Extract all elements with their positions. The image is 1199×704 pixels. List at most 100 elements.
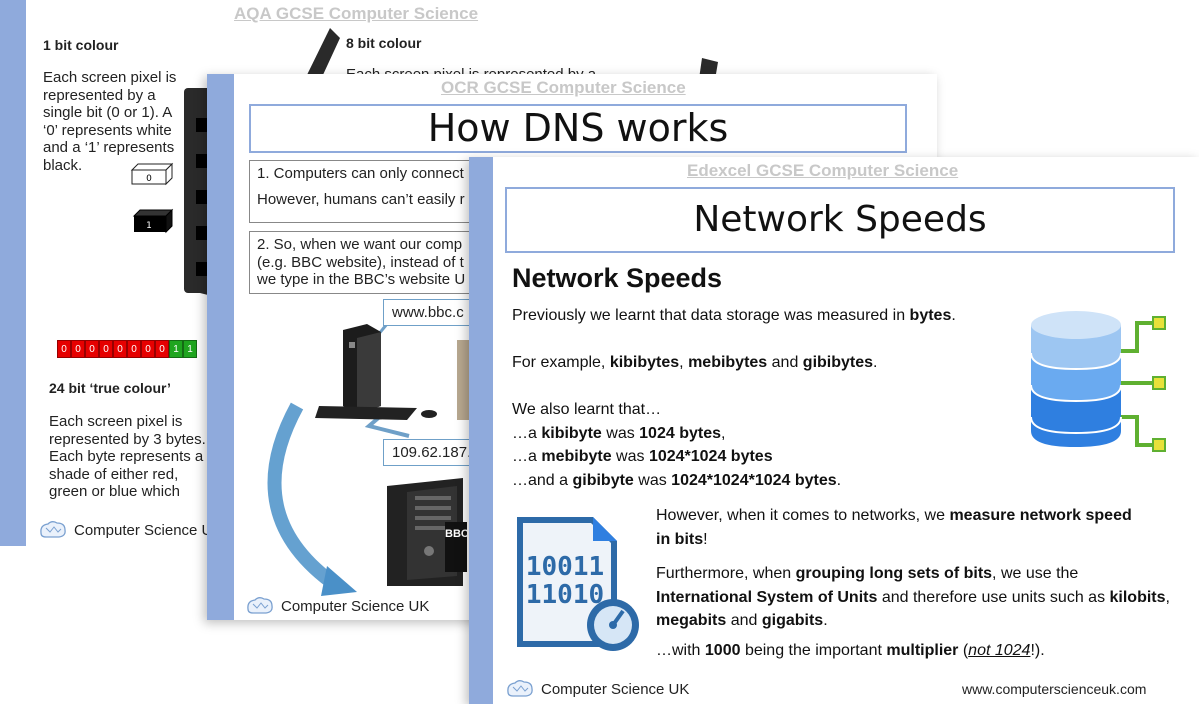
bold-text: kibibytes <box>609 354 680 371</box>
one-bit-heading: 1 bit colour <box>43 37 119 53</box>
bit-cell: 0 <box>155 340 169 358</box>
brand-name: Computer Science UK <box>541 680 690 698</box>
text: Previously we learnt that data storage w… <box>512 307 910 324</box>
bold-text: mebibyte <box>541 448 612 465</box>
paragraph-multiplier: …with 1000 being the important multiplie… <box>656 639 1045 663</box>
italic-underlined-text: not 1024 <box>968 642 1031 659</box>
text: and therefore use units such as <box>877 588 1110 606</box>
bold-text: in bits <box>656 530 704 548</box>
text: . <box>951 307 956 324</box>
brain-logo-icon <box>507 680 533 697</box>
paragraph-networks: However, when it comes to networks, we m… <box>656 504 1132 551</box>
bit-cell: 0 <box>71 340 85 358</box>
bold-text: mebibytes <box>688 354 768 371</box>
bold-text: kilobits <box>1109 588 1166 606</box>
bold-text: 1000 <box>704 642 741 659</box>
text: …with <box>656 642 705 659</box>
bit-cell: 0 <box>57 340 71 358</box>
slide-edexcel: Edexcel GCSE Computer Science Network Sp… <box>469 157 1199 704</box>
text: However, when it comes to networks, we <box>656 507 950 524</box>
database-network-icon <box>1030 311 1166 452</box>
text: was <box>611 448 649 465</box>
bbc-server-label: BBC <box>445 522 467 572</box>
brand-name: Computer Science UK <box>281 597 430 615</box>
text: …a <box>512 424 542 442</box>
brand-footer: Computer Science UK <box>245 595 429 617</box>
bit-cell: 0 <box>85 340 99 358</box>
text: , <box>721 424 726 442</box>
brand-name: Computer Science UK <box>74 521 223 539</box>
bold-text: grouping long sets of bits <box>795 565 993 582</box>
bit-zero-label: 0 <box>146 174 152 184</box>
slide-accent-stripe <box>207 74 234 620</box>
brand-footer: Computer Science UK <box>505 678 689 700</box>
eight-bit-heading: 8 bit colour <box>346 35 422 51</box>
bit-one-label: 1 <box>146 221 152 231</box>
bold-text: measure network speed <box>949 507 1132 524</box>
exam-board-label: Edexcel GCSE Computer Science <box>687 161 959 180</box>
bold-text: International System of Units <box>656 588 878 606</box>
bold-text: bytes <box>909 307 952 324</box>
paragraph-si-units: Furthermore, when grouping long sets of … <box>656 562 1170 633</box>
dns-step-1-line-2: However, humans can’t easily r <box>257 190 465 208</box>
section-heading: Network Speeds <box>512 263 723 293</box>
dns-step-2-line-2: (e.g. BBC website), instead of t <box>257 253 464 271</box>
paragraph-bytes: Previously we learnt that data storage w… <box>512 304 956 328</box>
callout-ip: 109.62.187. <box>383 439 473 466</box>
exam-board-label: AQA GCSE Computer Science <box>234 4 479 23</box>
bold-text: kibibyte <box>541 424 602 442</box>
bold-text: multiplier <box>886 642 959 659</box>
true-colour-heading: 24 bit ‘true colour’ <box>49 380 171 396</box>
bit-cubes-icon: 0 1 <box>130 162 174 234</box>
bold-text: gigabits <box>761 612 824 629</box>
dns-step-2-line-3: we type in the BBC’s website U <box>257 271 466 288</box>
bit-cell: 1 <box>183 340 197 358</box>
binary-bottom: 11010 <box>526 580 604 610</box>
slide-accent-stripe <box>0 0 26 546</box>
bit-cell: 0 <box>99 340 113 358</box>
text: , we use the <box>992 565 1079 582</box>
dns-diagram <box>267 323 477 596</box>
dns-step-1-box: 1. Computers can only connect However, h… <box>249 160 489 223</box>
bit-cell: 0 <box>113 340 127 358</box>
text: , <box>679 354 689 371</box>
callout-url: www.bbc.c <box>383 299 473 326</box>
text: For example, <box>512 354 610 371</box>
bold-text: 1024*1024 bytes <box>648 448 773 465</box>
dns-step-2-line-1: 2. So, when we want our comp <box>257 236 463 253</box>
text: ! <box>703 530 708 548</box>
text: . <box>823 612 828 629</box>
slide-accent-stripe <box>469 157 493 704</box>
brain-logo-icon <box>247 597 273 614</box>
bit-cell: 0 <box>127 340 141 358</box>
text: …and a <box>512 471 573 489</box>
text: . <box>836 471 842 489</box>
dns-step-1-line-1: 1. Computers can only connect <box>257 165 464 182</box>
slide-title: How DNS works <box>249 104 907 153</box>
binary-file-speed-icon: 10011 11010 <box>517 517 639 651</box>
website-url: www.computerscienceuk.com <box>962 681 1147 697</box>
text: , <box>1165 588 1170 606</box>
one-bit-body: Each screen pixel is represented by a si… <box>43 69 177 174</box>
bit-cell: 1 <box>169 340 183 358</box>
brand-footer: Computer Science UK <box>38 519 222 541</box>
paragraph-example: For example, kibibytes, mebibytes and gi… <box>512 351 877 375</box>
exam-board-label: OCR GCSE Computer Science <box>441 78 686 97</box>
text: was <box>601 424 640 442</box>
text: Furthermore, when <box>656 565 796 582</box>
true-colour-body: Each screen pixel is represented by 3 by… <box>49 413 206 503</box>
bold-text: 1024*1024*1024 bytes <box>671 471 837 489</box>
text: …a <box>512 448 542 465</box>
dns-step-2-box: 2. So, when we want our comp (e.g. BBC w… <box>249 231 489 294</box>
text: We also learnt that… <box>512 401 662 418</box>
text: and <box>767 354 803 371</box>
paragraph-learnt: We also learnt that… …a kibibyte was 102… <box>512 398 841 492</box>
bold-text: gibibyte <box>572 471 634 489</box>
text: and <box>726 612 762 629</box>
text: !). <box>1030 642 1045 659</box>
slide-title: Network Speeds <box>505 187 1175 253</box>
text: ( <box>958 642 969 659</box>
text: being the important <box>740 642 887 659</box>
